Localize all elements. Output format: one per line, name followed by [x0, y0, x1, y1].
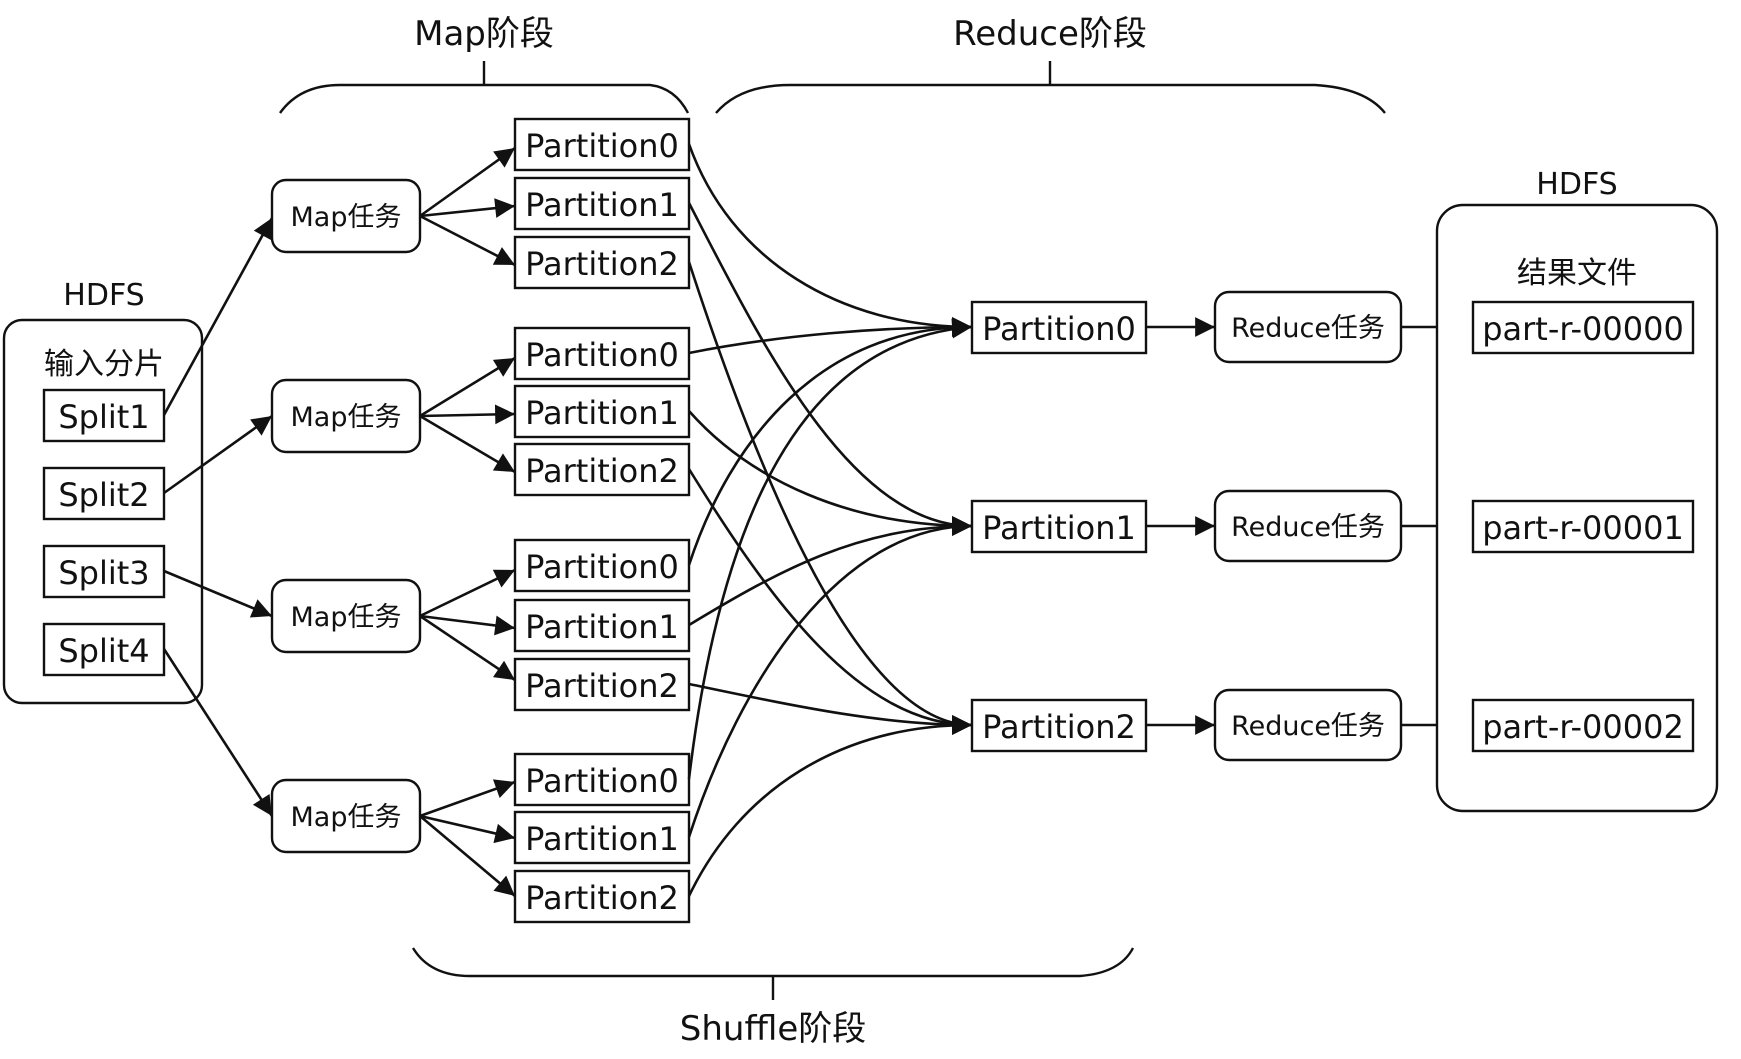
output-file-box[interactable]: part-r-00000 — [1471, 300, 1695, 355]
reduce-task[interactable]: Reduce任务 — [1213, 290, 1403, 364]
partition-label: Partition2 — [525, 452, 679, 490]
map-to-partition-arrow — [419, 614, 516, 636]
shuffle-stage-brace — [411, 947, 1135, 1000]
partition-label: Partition1 — [525, 820, 679, 858]
map-to-partition-arrow — [419, 198, 516, 218]
map-partition-box[interactable]: Partition1 — [513, 598, 691, 653]
reduce-task[interactable]: Reduce任务 — [1213, 489, 1403, 563]
input-hdfs-title: HDFS — [63, 278, 144, 313]
reduce-partition-box[interactable]: Partition2 — [970, 698, 1148, 753]
partition-label: Partition2 — [525, 667, 679, 705]
reduce-stage-brace — [715, 61, 1386, 114]
map-to-partition-arrow — [419, 779, 516, 818]
map-stage-label: Map阶段 — [414, 14, 554, 54]
map-partition-box[interactable]: Partition2 — [513, 235, 691, 290]
map-partition-box[interactable]: Partition1 — [513, 810, 691, 865]
partition-label: Partition1 — [525, 394, 679, 432]
map-to-partition-arrow — [419, 146, 516, 218]
output-hdfs-title: HDFS — [1536, 167, 1617, 202]
shuffle-curve — [688, 317, 973, 355]
partition-label: Partition2 — [525, 245, 679, 283]
input-splits-subtitle: 输入分片 — [44, 347, 164, 382]
map-task-label: Map任务 — [291, 802, 402, 833]
partition-label: Partition2 — [525, 879, 679, 917]
map-partition-box[interactable]: Partition1 — [513, 176, 691, 231]
split-to-map-arrow — [162, 217, 274, 416]
split-box[interactable]: Split2 — [42, 466, 166, 521]
map-task[interactable]: Map任务 — [270, 378, 422, 454]
output-file-box[interactable]: part-r-00002 — [1471, 698, 1695, 753]
split-to-map-arrow — [163, 414, 273, 495]
file-label: part-r-00002 — [1482, 708, 1684, 746]
partition-label: Partition0 — [525, 762, 679, 800]
map-task[interactable]: Map任务 — [270, 178, 422, 254]
shuffle-stage-label: Shuffle阶段 — [680, 1009, 866, 1049]
map-partition-box[interactable]: Partition0 — [513, 326, 691, 381]
split-to-map-arrow — [162, 648, 274, 817]
split-label: Split1 — [58, 398, 149, 436]
shuffle-curve — [687, 143, 973, 337]
map-partition-box[interactable]: Partition2 — [513, 869, 691, 924]
map-to-partition-arrow — [419, 815, 516, 897]
reduce-task[interactable]: Reduce任务 — [1213, 688, 1403, 762]
partition-label: Partition1 — [525, 186, 679, 224]
partition-label: Partition0 — [525, 127, 679, 165]
reduce-task-label: Reduce任务 — [1231, 313, 1385, 344]
map-to-partition-arrow — [419, 214, 516, 267]
map-to-partition-arrow — [419, 414, 516, 474]
partition-label: Partition0 — [525, 548, 679, 586]
split-box[interactable]: Split1 — [42, 388, 166, 443]
map-task-label: Map任务 — [291, 202, 402, 233]
map-task-label: Map任务 — [291, 402, 402, 433]
split-box[interactable]: Split3 — [42, 544, 166, 599]
output-file-box[interactable]: part-r-00001 — [1471, 499, 1695, 554]
map-task[interactable]: Map任务 — [270, 778, 422, 854]
shuffle-curve — [687, 516, 973, 838]
shuffle-curve — [687, 202, 973, 536]
shuffle-curve — [688, 682, 973, 735]
partition-label: Partition0 — [525, 336, 679, 374]
map-task[interactable]: Map任务 — [270, 578, 422, 654]
shuffle-curve — [687, 261, 973, 735]
file-label: part-r-00001 — [1482, 509, 1684, 547]
map-to-partition-arrow — [419, 568, 516, 618]
split-to-map-arrow — [163, 569, 273, 618]
reduce-partition-box[interactable]: Partition1 — [970, 499, 1148, 554]
reduce-partition-box[interactable]: Partition0 — [970, 300, 1148, 355]
split-label: Split2 — [58, 476, 149, 514]
map-partition-box[interactable]: Partition0 — [513, 538, 691, 593]
map-stage-brace — [279, 61, 690, 114]
map-partition-box[interactable]: Partition1 — [513, 384, 691, 439]
file-label: part-r-00000 — [1482, 310, 1684, 348]
split-label: Split4 — [58, 632, 149, 670]
map-task-label: Map任务 — [291, 602, 402, 633]
map-to-partition-arrow — [419, 404, 516, 425]
shuffle-curve — [688, 410, 973, 536]
partition-label: Partition1 — [982, 509, 1136, 547]
map-to-partition-arrow — [419, 356, 516, 418]
reduce-task-label: Reduce任务 — [1231, 512, 1385, 543]
partition-label: Partition1 — [525, 608, 679, 646]
map-partition-box[interactable]: Partition0 — [513, 752, 691, 807]
shuffle-curve — [687, 468, 973, 735]
partition-label: Partition2 — [982, 708, 1136, 746]
reduce-task-label: Reduce任务 — [1231, 711, 1385, 742]
map-partition-box[interactable]: Partition0 — [513, 117, 691, 172]
reduce-stage-label: Reduce阶段 — [953, 14, 1147, 54]
shuffle-curve — [688, 516, 973, 627]
shuffle-curve — [687, 715, 973, 897]
split-label: Split3 — [58, 554, 149, 592]
split-box[interactable]: Split4 — [42, 622, 166, 677]
map-to-partition-arrow — [419, 814, 516, 844]
map-partition-box[interactable]: Partition2 — [513, 442, 691, 497]
map-to-partition-arrow — [419, 614, 516, 682]
shuffle-curve — [687, 317, 973, 566]
map-partition-box[interactable]: Partition2 — [513, 657, 691, 712]
output-files-subtitle: 结果文件 — [1517, 256, 1637, 291]
shuffle-curve — [687, 318, 973, 780]
partition-label: Partition0 — [982, 310, 1136, 348]
